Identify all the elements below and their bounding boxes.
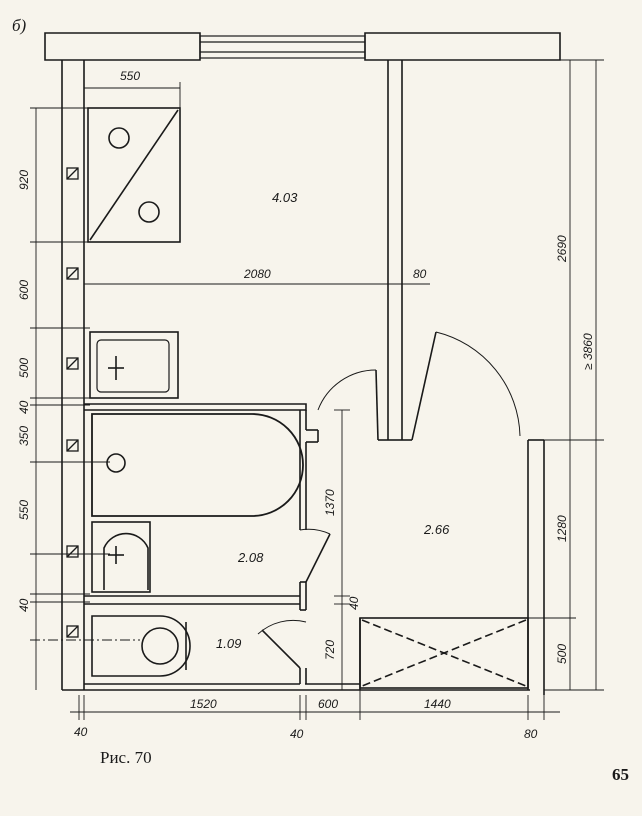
dim-partition: 80 — [413, 267, 427, 281]
area-toilet: 1.09 — [216, 636, 241, 651]
room-door — [411, 331, 521, 441]
dim-bottom-40-left: 40 — [74, 725, 88, 739]
kitchen-door — [317, 369, 379, 441]
dim-bottom-40-mid: 40 — [290, 727, 304, 741]
bathtub — [91, 413, 304, 517]
partition-wall — [378, 60, 412, 441]
built-in-closet — [359, 617, 529, 690]
sink — [89, 331, 179, 399]
area-hall: 2.66 — [423, 522, 450, 537]
dim-left-350: 350 — [17, 426, 31, 446]
washbasin — [91, 521, 151, 593]
stove — [87, 107, 181, 243]
top-wall — [44, 32, 201, 61]
dim-bottom-1520: 1520 — [190, 697, 217, 711]
dim-bottom-80: 80 — [524, 727, 538, 741]
dim-right-500: 500 — [555, 644, 569, 664]
dim-left-550: 550 — [17, 500, 31, 520]
dim-left-600: 600 — [17, 280, 31, 300]
area-kitchen: 4.03 — [272, 190, 298, 205]
subfigure-label: б) — [12, 16, 27, 35]
dim-inner-40: 40 — [347, 596, 361, 610]
page-number: 65 — [612, 765, 629, 784]
bathroom-top-wall — [84, 403, 307, 411]
dim-kitchen-width: 2080 — [243, 267, 271, 281]
dim-left-920: 920 — [17, 170, 31, 190]
toilet — [91, 615, 191, 677]
window — [199, 35, 366, 59]
dim-720: 720 — [323, 640, 337, 660]
area-bathroom: 2.08 — [237, 550, 264, 565]
dim-bottom-600: 600 — [318, 697, 338, 711]
dim-right-3860: ≥ 3860 — [581, 333, 595, 370]
dim-right-2690: 2690 — [555, 235, 569, 263]
figure-caption: Рис. 70 — [100, 748, 152, 767]
dim-right-1280: 1280 — [555, 515, 569, 542]
dim-bottom-1440: 1440 — [424, 697, 451, 711]
dim-1370: 1370 — [323, 489, 337, 516]
dim-left-500: 500 — [17, 358, 31, 378]
toilet-door — [257, 619, 307, 684]
dim-left-40-top: 40 — [17, 400, 31, 414]
ventilation-ducts — [66, 167, 79, 638]
dim-stove-width: 550 — [120, 69, 140, 83]
bathroom-door — [299, 528, 331, 583]
dim-left-40-bottom: 40 — [17, 598, 31, 612]
